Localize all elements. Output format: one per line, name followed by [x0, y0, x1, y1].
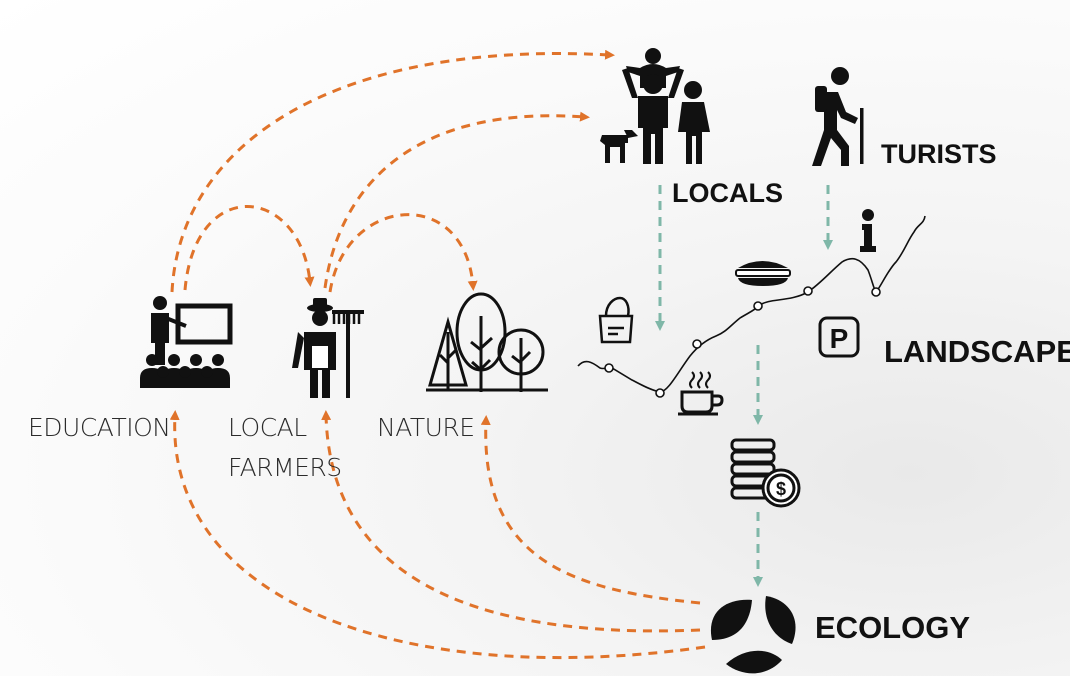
- coffee-cup-icon: [678, 371, 724, 416]
- teal-flow-arrows: [655, 185, 833, 587]
- arrow-education-to-farmers: [183, 205, 315, 291]
- label-local: LOCAL: [228, 413, 307, 442]
- coins-money-icon: $: [730, 438, 801, 508]
- sandwich-icon: [735, 261, 791, 286]
- family-icon: [600, 48, 710, 164]
- arrow-ecology-to-education: [169, 410, 706, 660]
- arrow-farmers-to-locals: [323, 111, 590, 289]
- label-education: EDUCATION: [28, 413, 171, 442]
- svg-text:$: $: [776, 479, 786, 499]
- ecology-leaves-icon: [710, 596, 796, 674]
- trees-icon: [426, 292, 548, 392]
- arrow-ecology-to-farmers: [321, 410, 701, 633]
- farmer-icon: [292, 298, 364, 398]
- label-turists: TURISTS: [881, 139, 997, 169]
- info-icon: [860, 209, 876, 252]
- groceries-icon: [598, 296, 634, 344]
- label-ecology: ECOLOGY: [815, 610, 970, 645]
- arrow-farmers-to-nature: [328, 213, 478, 293]
- parking-icon: P: [818, 316, 860, 358]
- education-icon: [140, 296, 233, 388]
- svg-text:P: P: [830, 323, 849, 354]
- hiker-icon: [812, 67, 864, 166]
- label-landscape: LANDSCAPE: [884, 334, 1070, 369]
- landscape-route: [577, 215, 926, 398]
- arrow-education-to-locals: [170, 49, 615, 293]
- label-farmers: FARMERS: [228, 453, 342, 482]
- label-nature: NATURE: [377, 413, 475, 442]
- arrow-ecology-to-nature: [480, 415, 701, 605]
- orange-flow-arrows: [169, 49, 706, 660]
- label-locals: LOCALS: [672, 178, 783, 208]
